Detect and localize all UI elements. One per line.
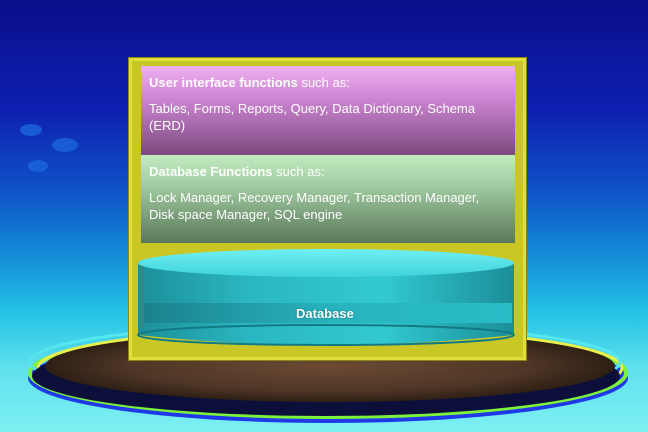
- db-functions-panel: Database Functions such as: Lock Manager…: [141, 155, 515, 243]
- background-blob: [28, 160, 48, 172]
- ui-functions-heading-bold: User interface functions: [149, 75, 298, 90]
- ui-functions-heading-rest: such as:: [297, 75, 350, 90]
- background-blob: [20, 124, 42, 136]
- db-functions-heading-rest: such as:: [272, 164, 325, 179]
- database-label: Database: [296, 306, 354, 321]
- background-blob: [52, 138, 78, 152]
- dbms-architecture-frame: User interface functions such as: Tables…: [129, 58, 526, 360]
- cylinder-top: [138, 249, 514, 277]
- ui-functions-panel: User interface functions such as: Tables…: [141, 66, 515, 155]
- ui-functions-list: Tables, Forms, Reports, Query, Data Dict…: [149, 101, 476, 133]
- cylinder-bottom-edge: [137, 324, 515, 346]
- database-cylinder: [132, 243, 523, 357]
- db-functions-heading-bold: Database Functions: [149, 164, 273, 179]
- db-functions-list: Lock Manager, Recovery Manager, Transact…: [149, 190, 480, 222]
- ui-functions-heading: User interface functions such as:: [149, 74, 507, 91]
- db-functions-heading: Database Functions such as:: [149, 163, 507, 180]
- cylinder-band: [144, 303, 512, 323]
